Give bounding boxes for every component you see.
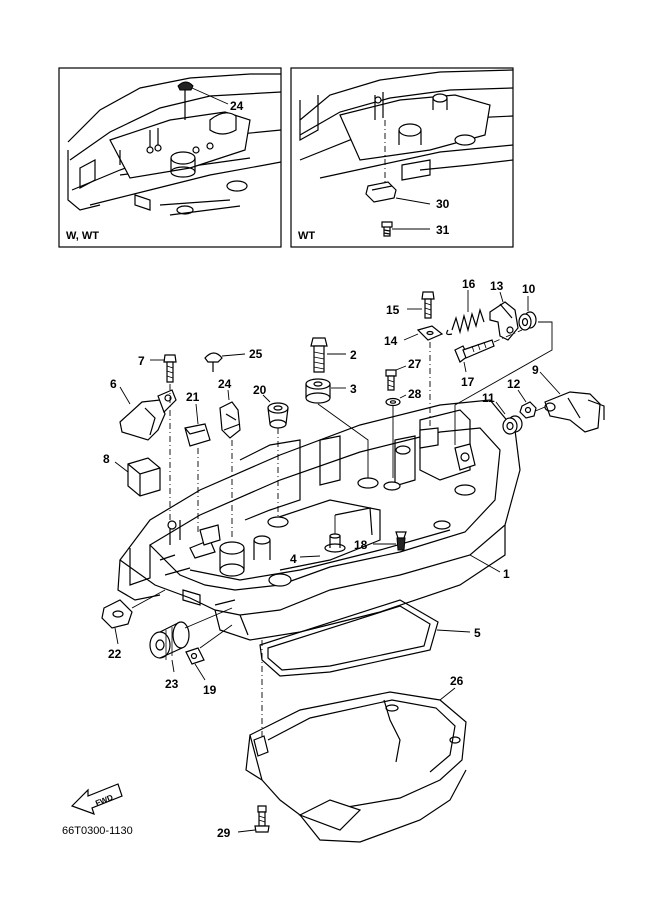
- part-23-grommet: [149, 621, 190, 660]
- inset-frame: [290, 67, 514, 248]
- inset-bottom-cowling-sketch: [67, 73, 282, 216]
- callout-26: 26: [450, 674, 464, 688]
- inset-callout-31: 31: [436, 223, 450, 237]
- inset-caption-wt: WT: [298, 230, 315, 242]
- part-15-screw: [421, 291, 435, 319]
- callout-11: 11: [482, 391, 495, 405]
- part-5-seal: [259, 599, 439, 677]
- part-6-lever: [119, 389, 177, 441]
- part-17-bolt: [454, 339, 495, 363]
- part-28-washer: [385, 397, 401, 407]
- callout-20: 20: [253, 383, 267, 397]
- callout-16: 16: [462, 277, 476, 291]
- part-24-clamp: [219, 401, 241, 439]
- callout-15: 15: [386, 303, 400, 317]
- fwd-arrow: FWD: [70, 783, 123, 815]
- part-4-collar: [324, 533, 346, 553]
- inset-callout-24: 24: [230, 99, 244, 113]
- callout-5: 5: [474, 626, 481, 640]
- callout-9: 9: [532, 363, 539, 377]
- callout-4: 4: [290, 552, 297, 566]
- part-13-bracket: [489, 301, 519, 341]
- callout-3: 3: [350, 382, 357, 396]
- inset-callout-30: 30: [436, 197, 450, 211]
- callout-10: 10: [522, 282, 536, 296]
- part-8-block: [127, 457, 161, 497]
- part-3-grommet: [305, 378, 331, 404]
- callout-22: 22: [108, 647, 122, 661]
- part-27-screw: [385, 369, 397, 391]
- callout-25: 25: [249, 347, 263, 361]
- callout-13: 13: [490, 279, 504, 293]
- inset-caption-w-wt: W, WT: [66, 230, 99, 242]
- callout-6: 6: [110, 377, 117, 391]
- inset-frame: [58, 67, 282, 248]
- callout-1: 1: [503, 567, 510, 581]
- inset-w-wt: 24 W, WT: [58, 67, 282, 248]
- part-11-bushing: [502, 415, 523, 435]
- callout-17: 17: [461, 375, 475, 389]
- callout-7: 7: [138, 354, 145, 368]
- part-21-plug: [184, 423, 211, 447]
- part-18-screw: [395, 531, 407, 551]
- part-10-bushing: [518, 311, 537, 331]
- callout-8: 8: [103, 452, 110, 466]
- part-22-bracket: [101, 599, 133, 629]
- part-19-grommet: [185, 647, 205, 665]
- part-7-screw: [163, 354, 177, 383]
- part-9-handle: [544, 391, 605, 433]
- part-14-plate: [416, 325, 444, 341]
- drawing-code: 66T0300-1130: [62, 825, 133, 837]
- callout-19: 19: [203, 683, 217, 697]
- part-29-screw: [254, 805, 270, 833]
- callout-2: 2: [350, 348, 357, 362]
- inset-wt: 30 31 WT: [290, 67, 514, 248]
- part-25-plug: [204, 352, 223, 372]
- part-2-bolt: [310, 337, 328, 373]
- callout-12: 12: [507, 377, 521, 391]
- callout-24: 24: [218, 377, 232, 391]
- part-20-grommet: [267, 402, 289, 429]
- callout-18: 18: [354, 538, 368, 552]
- callout-28: 28: [408, 387, 422, 401]
- callout-21: 21: [186, 390, 200, 404]
- part-12-nut: [519, 401, 537, 419]
- callout-27: 27: [408, 357, 422, 371]
- part-16-spring: [446, 307, 485, 336]
- callout-14: 14: [384, 334, 398, 348]
- callout-29: 29: [217, 826, 231, 840]
- part-26-lower-cover: [245, 691, 467, 843]
- callout-23: 23: [165, 677, 179, 691]
- bottom-cowling: [117, 399, 521, 641]
- inset-bracket-sketch: [299, 69, 514, 237]
